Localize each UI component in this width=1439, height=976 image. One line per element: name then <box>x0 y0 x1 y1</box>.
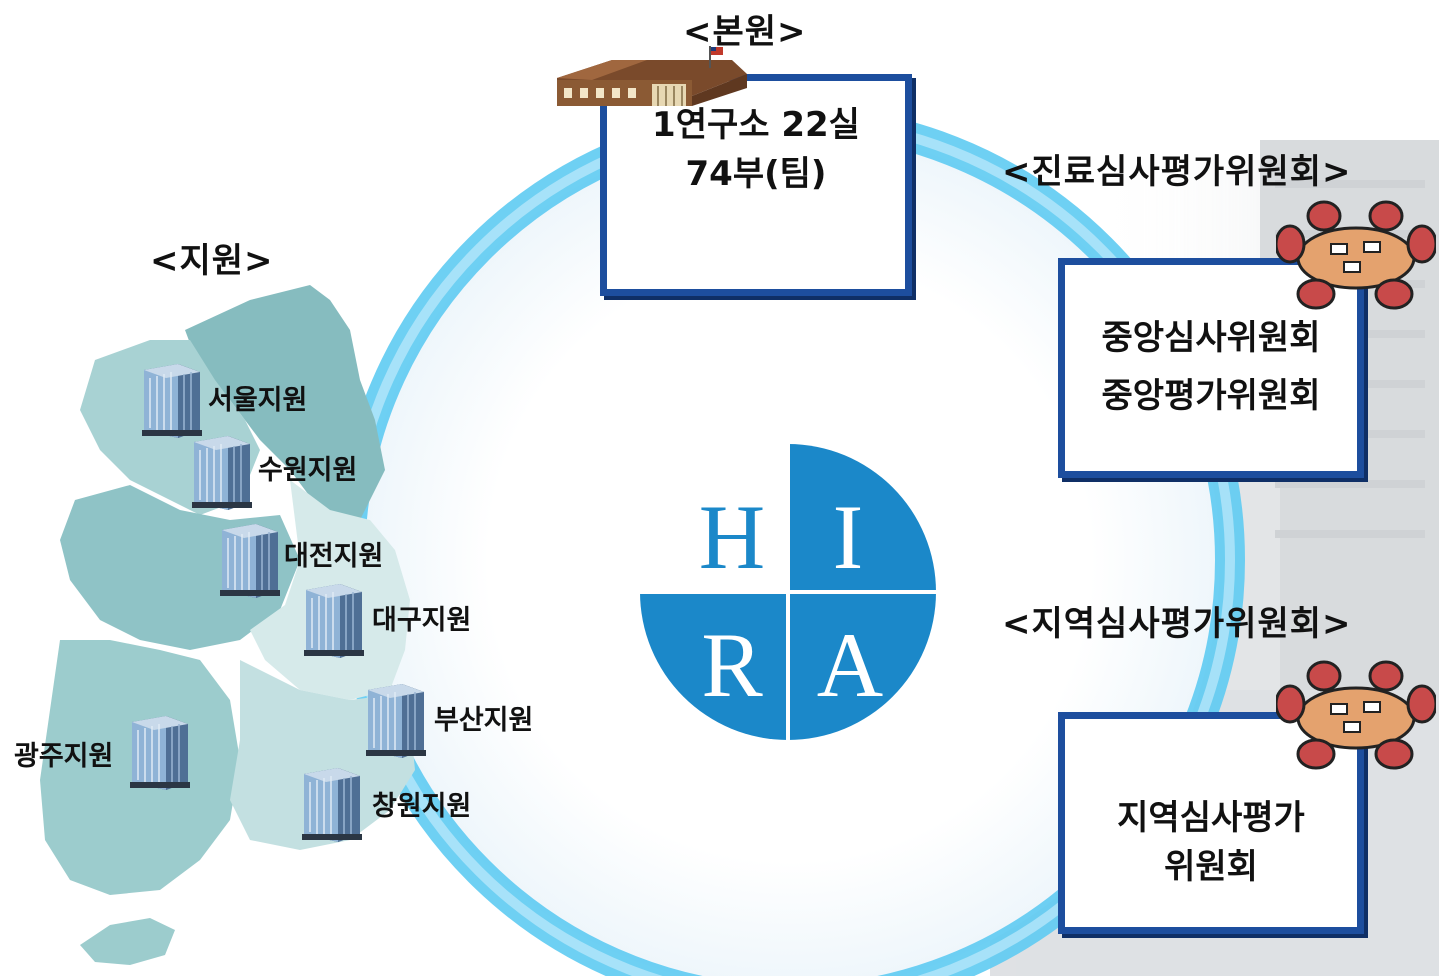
branches-heading: <지원> <box>150 241 274 281</box>
regional-committee-line2: 위원회 <box>1164 847 1258 887</box>
headquarters-line1: 1연구소 22실 <box>652 104 860 145</box>
branch-building-icon <box>366 684 426 758</box>
branch-label: 대전지원 <box>284 541 384 572</box>
logo-letter-a: A <box>817 614 883 716</box>
logo-letter-h: H <box>699 486 765 588</box>
logo-letter-r: R <box>701 614 763 716</box>
branch-label: 수원지원 <box>258 455 358 486</box>
central-committee-heading: <진료심사평가위원회> <box>1002 152 1352 192</box>
branch-building-icon <box>220 524 280 598</box>
meeting-table-icon <box>1276 200 1436 310</box>
headquarters-box: 1연구소 22실 74부(팀) <box>600 74 912 296</box>
regional-committee-line1: 지역심사평가 <box>1117 797 1305 838</box>
branch-building-icon <box>142 364 202 438</box>
branch-label: 광주지원 <box>14 741 114 772</box>
meeting-table-icon <box>1276 660 1436 770</box>
branch-label: 대구지원 <box>372 605 472 636</box>
branch-building-icon <box>302 768 362 842</box>
branch-label: 서울지원 <box>208 385 308 416</box>
headquarters-heading: <본원> <box>683 12 807 52</box>
branch-label: 부산지원 <box>434 705 534 736</box>
map-region-gangwon <box>185 285 385 520</box>
logo-letter-i: I <box>833 486 864 588</box>
branch-building-icon <box>130 716 190 790</box>
central-committee-line2: 중앙평가위원회 <box>1101 376 1321 416</box>
regional-committee-heading: <지역심사평가위원회> <box>1002 604 1352 644</box>
branch-building-icon <box>304 584 364 658</box>
central-committee-line1: 중앙심사위원회 <box>1101 318 1321 359</box>
headquarters-building-icon <box>557 46 747 106</box>
branch-label: 창원지원 <box>372 791 472 822</box>
map-region-jeju <box>80 918 175 965</box>
hira-logo: H I R A <box>640 444 936 740</box>
branch-building-icon <box>192 436 252 510</box>
map-region-chungcheong <box>60 485 300 650</box>
headquarters-line2: 74부(팀) <box>685 154 827 194</box>
